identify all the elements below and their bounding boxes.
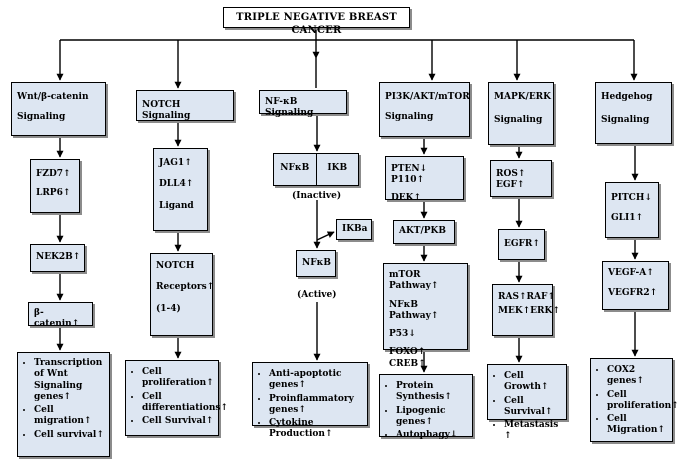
hedgehog-vegfr2: VEGFR2↑ [608,288,658,299]
notch-jag1: JAG1↑ [159,158,192,168]
mapk-header-line1: MAPK/ERK [494,92,551,102]
pi3k-p53: P53↓ [389,329,416,339]
mapk-egfr-node: EGFR↑ [498,229,545,260]
pi3k-outcome-3: Autophagy↓ [396,430,469,441]
nfkb-outcome-2: Proinflammatory genes↑ [269,394,364,417]
nfkb-outcome-1: Anti-apoptotic genes↑ [269,369,364,392]
nfkb-complex-left: NFκB [274,154,317,185]
hedgehog-outcomes-list: COX2 genes↑ Cell proliferation↑ Cell Mig… [593,365,679,437]
wnt-nek2b: NEK2B↑ [36,252,81,262]
notch-outcome-2: Cell differentiations↑ [142,392,228,415]
mapk-outcomes-box: Cell Growth↑ Cell Survival↑ Metastasis ↑ [487,364,567,441]
hedgehog-vegf-node: VEGF-A↑ VEGFR2↑ [602,261,669,310]
notch-outcome-1: Cell proliferation↑ [142,367,215,390]
nfkb-complex-right: IKB [317,154,359,185]
hedgehog-outcome-1: COX2 genes↑ [607,365,669,388]
hedgehog-outcomes-box: COX2 genes↑ Cell proliferation↑ Cell Mig… [590,358,679,442]
wnt-header: Wnt/β-catenin Signaling [11,82,106,136]
mapk-header-line2: Signaling [494,115,543,126]
notch-receptor-line2: Receptors↑ [156,282,215,293]
pi3k-outcomes-list: Protein Synthesis↑ Lipogenic genes↑ Auto… [382,381,469,441]
wnt-fzd7: FZD7↑ [36,169,71,179]
wnt-outcomes-list: Transcription of Wnt Signaling genes↑ Ce… [20,358,106,441]
mapk-ras-raf: RAS↑RAF↑ [498,292,555,302]
wnt-header-line2: Signaling [17,112,66,123]
nfkb-complex-ikb: IKB [327,163,348,173]
hedgehog-pitch: PITCH↓ [611,193,652,203]
notch-dll4: DLL4↑ [159,179,194,190]
mapk-mek-erk: MEK↑ERK↑ [498,306,560,317]
hedgehog-pitch-node: PITCH↓ GLI1↑ [605,182,659,238]
notch-receptors-node: NOTCH Receptors↑ (1-4) [150,253,215,336]
hedgehog-gli1: GLI1↑ [611,213,644,224]
nfkb-active-label: (Active) [297,290,337,300]
pi3k-mtor-node: mTOR Pathway↑ NFκB Pathway↑ P53↓ FOXO↑ C… [383,263,468,369]
wnt-outcome-3: Cell survival↑ [34,430,106,441]
hedgehog-outcome-3: Cell Migration↑ [607,414,669,437]
mapk-outcome-3: Metastasis ↑ [504,420,563,443]
hedgehog-header: Hedgehog Signaling [595,82,672,144]
wnt-receptors-node: FZD7↑ LRP6↑ [30,159,80,213]
wnt-header-line1: Wnt/β-catenin [17,92,89,102]
pi3k-nfkb-pathway: NFκB Pathway↑ [389,299,439,321]
nfkb-free-node: NFκB [296,250,336,277]
nfkb-ikb-complex: NFκB IKB [273,153,359,186]
pi3k-header-line1: PI3K/AKT/mTOR [385,92,470,102]
notch-receptor-line3: (1-4) [156,303,181,314]
mapk-ros-egf: ROS↑ EGF↑ [496,169,526,191]
pi3k-pten-node: PTEN↓ P110↑ DEK↑ [385,156,464,203]
pi3k-header-line2: Signaling [385,112,434,123]
notch-outcome-3: Cell Survival↑ [142,416,215,427]
pi3k-pten-p110: PTEN↓ P110↑ [391,164,428,186]
nfkb-header: NF-κB Signaling [259,90,347,118]
mapk-outcomes-list: Cell Growth↑ Cell Survival↑ Metastasis ↑ [490,371,563,443]
pi3k-outcomes-box: Protein Synthesis↑ Lipogenic genes↑ Auto… [379,374,473,440]
hedgehog-header-line2: Signaling [601,115,650,126]
pi3k-outcome-2: Lipogenic genes↑ [396,406,469,429]
pi3k-mtor-pathway: mTOR Pathway↑ [389,270,439,292]
hedgehog-header-line1: Hedgehog [601,92,653,102]
nfkb-outcomes-list: Anti-apoptotic genes↑ Proinflammatory ge… [255,369,364,441]
mapk-egfr: EGFR↑ [504,239,540,249]
mapk-outcome-1: Cell Growth↑ [504,371,563,394]
notch-receptor-line1: NOTCH [156,261,195,271]
nfkb-free: NFκB [302,258,331,268]
notch-outcomes-list: Cell proliferation↑ Cell differentiation… [128,367,228,427]
notch-header-text: NOTCH Signaling [142,100,191,122]
nfkb-outcomes-box: Anti-apoptotic genes↑ Proinflammatory ge… [252,362,368,439]
wnt-lrp6: LRP6↑ [36,188,71,199]
diagram-title: TRIPLE NEGATIVE BREAST CANCER [223,7,410,36]
hedgehog-vegfa: VEGF-A↑ [608,268,654,278]
pi3k-akt: AKT/PKB [399,226,446,236]
notch-outcomes-box: Cell proliferation↑ Cell differentiation… [125,360,228,436]
wnt-beta-catenin: β-catenin↑ [34,308,80,330]
wnt-outcome-1: Transcription of Wnt Signaling genes↑ [34,358,106,403]
mapk-ros-node: ROS↑ EGF↑ [490,160,552,197]
mapk-header: MAPK/ERK Signaling [488,82,554,145]
notch-ligands-node: JAG1↑ DLL4↑ Ligand [153,148,208,231]
nfkb-ikba: IKBa [342,224,368,234]
wnt-nek2b-node: NEK2B↑ [30,244,85,272]
pi3k-dek: DEK↑ [391,192,422,203]
notch-header: NOTCH Signaling [136,90,234,121]
pi3k-outcome-1: Protein Synthesis↑ [396,381,469,404]
wnt-beta-catenin-node: β-catenin↑ [28,302,93,330]
diagram-title-text: TRIPLE NEGATIVE BREAST CANCER [236,12,397,36]
pi3k-akt-node: AKT/PKB [393,220,455,244]
nfkb-complex-nfkb: NFκB [280,163,310,173]
pi3k-foxo-creb: FOXO↑ CREB↑ [389,347,426,369]
wnt-outcome-2: Cell migration↑ [34,405,106,428]
hedgehog-outcome-2: Cell proliferation↑ [607,390,679,413]
nfkb-ikba-node: IKBa [336,219,372,240]
pi3k-header: PI3K/AKT/mTOR Signaling [379,82,470,137]
nfkb-inactive-label: (Inactive) [292,191,342,201]
wnt-outcomes-box: Transcription of Wnt Signaling genes↑ Ce… [17,352,110,457]
nfkb-header-text: NF-κB Signaling [265,97,314,119]
nfkb-outcome-3: Cytokine Production↑ [269,418,364,441]
mapk-outcome-2: Cell Survival↑ [504,396,563,419]
mapk-ras-node: RAS↑RAF↑ MEK↑ERK↑ [492,284,560,336]
notch-ligand: Ligand [159,200,194,211]
